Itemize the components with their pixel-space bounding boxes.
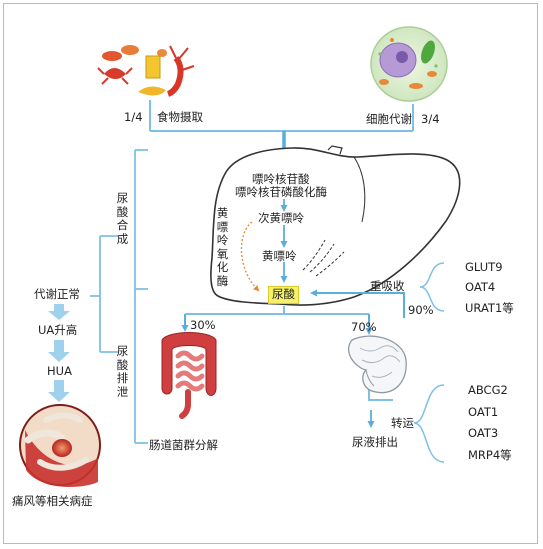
kidney-percentage: 70% — [351, 320, 377, 334]
urine-excretion-label: 尿液排出 — [352, 435, 398, 449]
gut-flora-label: 肠道菌群分解 — [149, 438, 218, 452]
xanthine-label: 黄嘌呤 — [262, 249, 297, 263]
food-illustration — [97, 45, 195, 97]
transporter-glut9: GLUT9 — [465, 260, 503, 274]
uric-acid-synthesis-label: 尿酸合成 — [116, 191, 129, 246]
uric-acid-excretion-label: 尿酸排泄 — [116, 344, 129, 399]
cell-ratio: 3/4 — [421, 112, 440, 126]
pathology-arrows — [48, 304, 70, 402]
purine-phosphorylase-label: 嘌呤核苷磷酸化酶 — [235, 185, 327, 199]
transporter-oat4: OAT4 — [465, 280, 496, 294]
source-lines — [149, 100, 414, 132]
cell-illustration — [370, 26, 448, 102]
food-intake-label: 食物摄取 — [157, 110, 203, 124]
xanthine-oxidase-path — [240, 221, 260, 292]
transporter-mrp4: MRP4等 — [468, 448, 512, 462]
transporter-abcg2: ABCG2 — [468, 383, 508, 397]
gut-percentage: 30% — [190, 318, 216, 332]
liver-outline — [210, 147, 461, 306]
transporter-urat1: URAT1等 — [465, 301, 514, 315]
cell-metabolism-label: 细胞代谢 — [366, 112, 412, 126]
joint-illustration — [19, 404, 101, 487]
kidney-illustration — [347, 335, 407, 394]
intestine-illustration — [161, 332, 217, 419]
hua-label: HUA — [47, 364, 72, 378]
transporter-oat3: OAT3 — [468, 426, 499, 440]
xanthine-oxidase-label: 黄嘌呤氧化酶 — [216, 206, 229, 288]
transporter-oat1: OAT1 — [468, 405, 499, 419]
liver-ducts — [302, 239, 345, 277]
purine-nucleotide-label: 嘌呤核苷酸 — [252, 172, 310, 186]
reabsorb-arrow — [310, 289, 405, 318]
ua-rise-label: UA升高 — [38, 323, 78, 337]
side-brackets — [90, 149, 148, 444]
secretion-brace — [413, 384, 445, 424]
liver-lobe-line — [353, 156, 366, 223]
gout-disease-label: 痛风等相关病症 — [12, 494, 93, 508]
normal-metabolism-label: 代谢正常 — [34, 287, 80, 301]
hypoxanthine-label: 次黄嘌呤 — [258, 211, 304, 225]
transport-label: 转运 — [391, 416, 414, 430]
reabsorb-brace — [419, 262, 445, 288]
food-ratio: 1/4 — [124, 110, 143, 124]
reabsorption-percentage: 90% — [408, 303, 434, 317]
uric-acid-label: 尿酸 — [268, 286, 299, 304]
reabsorption-label: 重吸收 — [370, 279, 405, 293]
liver-vessel — [327, 145, 343, 155]
